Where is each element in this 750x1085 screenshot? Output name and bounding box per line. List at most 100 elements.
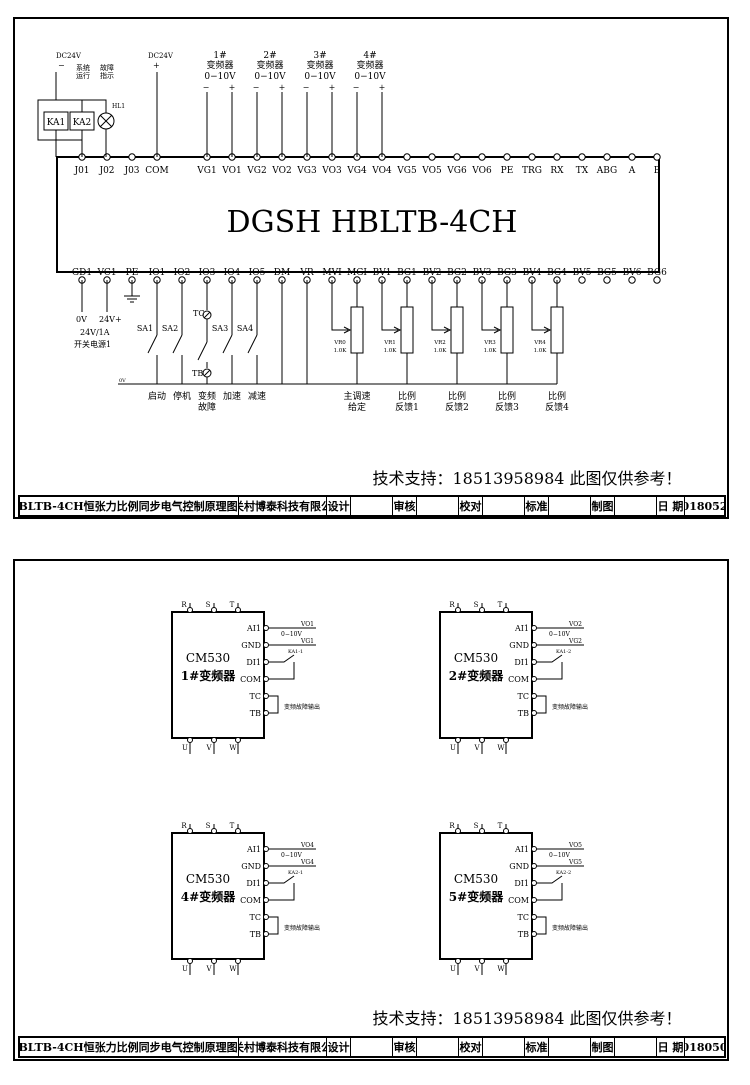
date-label-2: 日 期 <box>657 1038 685 1056</box>
side-pin-label: COM <box>508 896 529 905</box>
input-pin <box>503 607 509 613</box>
input-pin-label: R <box>181 601 187 609</box>
output-pin-label: U <box>182 965 188 973</box>
vfd-header-name: 变频器 <box>206 59 233 71</box>
bottom-terminal-label: BV5 <box>573 268 592 278</box>
design-label-1: 设计 <box>327 497 351 515</box>
drive-model: CM530 <box>186 872 230 886</box>
top-terminal-rx <box>553 153 561 161</box>
dc24v-minus-label: DC24V <box>56 52 82 60</box>
company-1: 中关村博泰科技有限公司 <box>239 497 327 515</box>
bottom-terminal-label: BV4 <box>523 268 542 278</box>
side-pin <box>263 897 269 903</box>
potentiometer-body <box>350 306 364 354</box>
pot-value: 1.0K <box>334 348 348 354</box>
date-label-1: 日 期 <box>657 497 685 515</box>
bottom-terminal-label: IO5 <box>249 268 266 278</box>
side-pin <box>531 710 537 716</box>
pot-caption: 比例 <box>548 390 566 402</box>
relay-label: KA1-2 <box>556 649 571 655</box>
side-pin <box>531 897 537 903</box>
pot-name: VR3 <box>483 340 496 346</box>
relay-contact <box>269 654 295 680</box>
top-terminal-label: RX <box>550 166 564 176</box>
power-0v-label: 0V <box>76 315 87 324</box>
fault-output-label: 变频故障输出 <box>552 924 588 932</box>
top-terminal-label: A <box>628 166 636 176</box>
switch-contact <box>247 334 258 354</box>
side-pin-label: TC <box>518 913 529 922</box>
potentiometers: VR01.0KVR11.0KVR21.0KVR31.0KVR41.0K主调速给定… <box>306 280 569 413</box>
top-terminal-a <box>628 153 636 161</box>
bottom-terminal-label: BV2 <box>423 268 442 278</box>
power-supply-name: 开关电源1 <box>74 339 111 349</box>
top-terminal-trg <box>528 153 536 161</box>
input-pin <box>187 828 193 834</box>
bottom-terminal-label: MVI <box>322 268 342 278</box>
drive-model: CM530 <box>186 651 230 665</box>
date-value-1: 20180528 <box>685 499 724 513</box>
vfd-header-name: 变频器 <box>356 59 383 71</box>
side-pin-label: DI1 <box>514 879 529 888</box>
top-terminal-label: VO6 <box>471 166 492 176</box>
drive-body <box>439 611 533 739</box>
vfd-header-pos: + <box>279 83 286 92</box>
side-pin <box>263 642 269 648</box>
side-pin <box>531 914 537 920</box>
side-pin <box>263 914 269 920</box>
vfd-header-neg: − <box>203 83 210 92</box>
side-pin <box>531 642 537 648</box>
side-pin-label: AI1 <box>246 845 261 854</box>
output-pin-label: W <box>497 744 505 752</box>
input-pin-label: T <box>230 601 235 609</box>
fault-output-label: 变频故障输出 <box>552 703 588 711</box>
output-pin <box>455 958 461 964</box>
bottom-terminal-bv5 <box>578 276 586 284</box>
design-label-2: 设计 <box>327 1038 351 1056</box>
input-pin-label: R <box>449 822 455 830</box>
switch-label: SA2 <box>162 324 178 333</box>
check-label-1: 校对 <box>459 497 483 515</box>
ai-label: VO2 <box>568 621 582 628</box>
fault-output-label: 变频故障输出 <box>284 924 320 932</box>
output-pin <box>187 737 193 743</box>
switch-contact <box>147 334 158 354</box>
top-terminal-tx <box>578 153 586 161</box>
vfd-header-num: 3# <box>313 51 326 61</box>
side-pin-label: DI1 <box>514 658 529 667</box>
output-pin <box>235 958 241 964</box>
dc24v-com-label: DC24V <box>148 52 174 60</box>
drive-model: CM530 <box>454 872 498 886</box>
top-terminal-label: VG4 <box>346 166 367 176</box>
drive-model: CM530 <box>454 651 498 665</box>
side-pin-label: DI1 <box>246 658 261 667</box>
status-run-line1: 系统 <box>76 63 90 72</box>
potentiometer-body <box>450 306 464 354</box>
top-terminal-label: VO2 <box>271 166 291 176</box>
switch-label: SA3 <box>212 324 228 333</box>
vfd-header-num: 4# <box>363 51 376 61</box>
side-pin-label: TB <box>518 709 529 718</box>
pot-value: 1.0K <box>484 348 498 354</box>
bottom-terminal-label: BV3 <box>473 268 492 278</box>
output-pin <box>503 737 509 743</box>
review-label-2: 审核 <box>393 1038 417 1056</box>
top-terminal-j03 <box>128 153 136 161</box>
potentiometer-body <box>550 306 564 354</box>
title-block-1: HBLTB-4CH恒张力比例同步电气控制原理图-1 中关村博泰科技有限公司 设计… <box>18 495 726 517</box>
bottom-terminal-label: BG1 <box>397 268 417 278</box>
drive-name: 4#变频器 <box>181 889 236 904</box>
support-text-2: 技术支持：18513958984 此图仅供参考！ <box>372 1009 681 1028</box>
relay-label: KA1-1 <box>288 649 303 655</box>
top-terminal-label: COM <box>145 166 168 176</box>
input-pin-label: T <box>230 822 235 830</box>
bottom-terminal-label: BG3 <box>497 268 517 278</box>
sheet-1-frame <box>13 17 729 519</box>
relay-contact <box>269 875 295 901</box>
top-terminal-label: VO3 <box>321 166 342 176</box>
relay-contact <box>537 654 563 680</box>
power-rating-label: 24V/1A <box>80 328 110 337</box>
power-24v-label: 24V+ <box>99 315 122 324</box>
